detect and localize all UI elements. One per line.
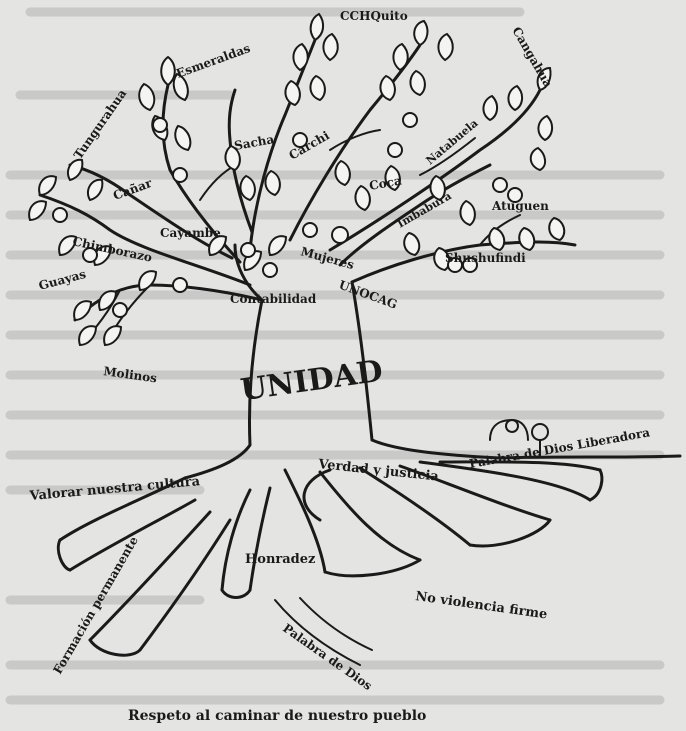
label-valorar-cultura: Valorar nuestra cultura — [28, 474, 201, 504]
label-sacha: Sacha — [233, 132, 275, 153]
label-cayambe: Cayambe — [160, 226, 221, 240]
label-palabra-de-dios: Palabra de Dios — [280, 621, 375, 693]
label-esmeraldas: Esmeraldas — [174, 41, 252, 81]
label-imbabura: Imbabura — [395, 189, 454, 230]
label-no-violencia-firme: No violencia firme — [414, 589, 548, 622]
label-mujeres: Mujeres — [299, 244, 356, 272]
label-respeto-caminar: Respeto al caminar de nuestro pueblo — [128, 708, 426, 724]
label-carchi: Carchi — [287, 128, 333, 162]
label-molinos: Molinos — [103, 364, 159, 385]
label-cangahua: Cangahua — [509, 25, 555, 91]
label-chimborazo: Chimborazo — [71, 234, 153, 265]
label-cchquito: CCHQuito — [340, 9, 408, 23]
label-natabuela: Natabuela — [424, 117, 481, 168]
label-canar: Cañar — [111, 176, 154, 203]
label-honradez: Honradez — [245, 552, 315, 567]
label-guayas: Guayas — [37, 267, 87, 293]
trunk-label-unidad: UNIDAD — [238, 354, 384, 409]
label-contabilidad: Contabilidad — [230, 292, 317, 306]
label-atuguen: Atuguen — [491, 199, 549, 213]
label-shushufindi: Shushufindi — [445, 251, 526, 265]
